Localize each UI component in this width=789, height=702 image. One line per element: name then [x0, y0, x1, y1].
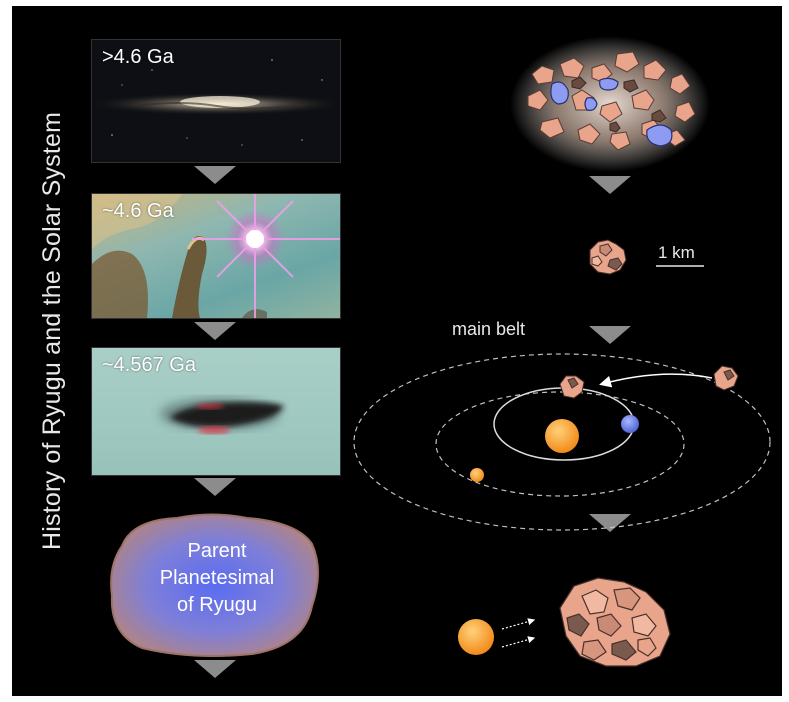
- milky-way-panel: >4.6 Ga: [91, 39, 341, 163]
- ryugu-small: [589, 239, 627, 275]
- protoplanetary-disk-image: [160, 398, 284, 434]
- protoplanetary-disk-panel: ~4.567 Ga: [91, 347, 341, 476]
- main-belt-label: main belt: [452, 319, 526, 339]
- arrow-down-right-2: [589, 326, 631, 344]
- star-formation-image: [92, 194, 340, 318]
- parent-planetesimal: [110, 513, 319, 657]
- parent-planetesimal-label: Parent Planetesimal of Ryugu: [127, 538, 307, 619]
- arrow-down-2: [194, 322, 236, 340]
- sun-bottom: [458, 619, 494, 655]
- time-label-3: ~4.567 Ga: [102, 354, 196, 376]
- star-formation-panel: ~4.6 Ga: [91, 193, 341, 319]
- arrow-down-right-3: [589, 514, 631, 532]
- scale-label: 1 km: [658, 243, 695, 262]
- right-diagram: [110, 36, 771, 667]
- milky-way-image: [92, 59, 340, 146]
- ryugu-in-orbit: [559, 375, 585, 399]
- sun: [545, 419, 579, 453]
- arrow-down-4: [194, 660, 236, 678]
- arrow-down-3: [194, 478, 236, 496]
- solar-radiation-arrows: [501, 618, 536, 648]
- figure-canvas: History of Ryugu and the Solar System >4…: [12, 6, 782, 696]
- parent-label-line1: Parent: [187, 540, 247, 562]
- jupiter-planet: [470, 468, 484, 482]
- fragment-cloud: [510, 36, 710, 172]
- parent-label-line2: Planetesimal: [159, 567, 275, 589]
- ryugu-migrating: [713, 365, 739, 391]
- time-label-1: >4.6 Ga: [102, 46, 174, 68]
- arrow-down-right-1: [589, 176, 631, 194]
- earth-planet: [621, 415, 639, 433]
- orbit-system: [353, 353, 771, 531]
- arrow-down-1: [194, 166, 236, 184]
- parent-label-line3: of Ryugu: [176, 594, 258, 616]
- ryugu-large: [559, 577, 671, 667]
- time-label-2: ~4.6 Ga: [102, 200, 174, 222]
